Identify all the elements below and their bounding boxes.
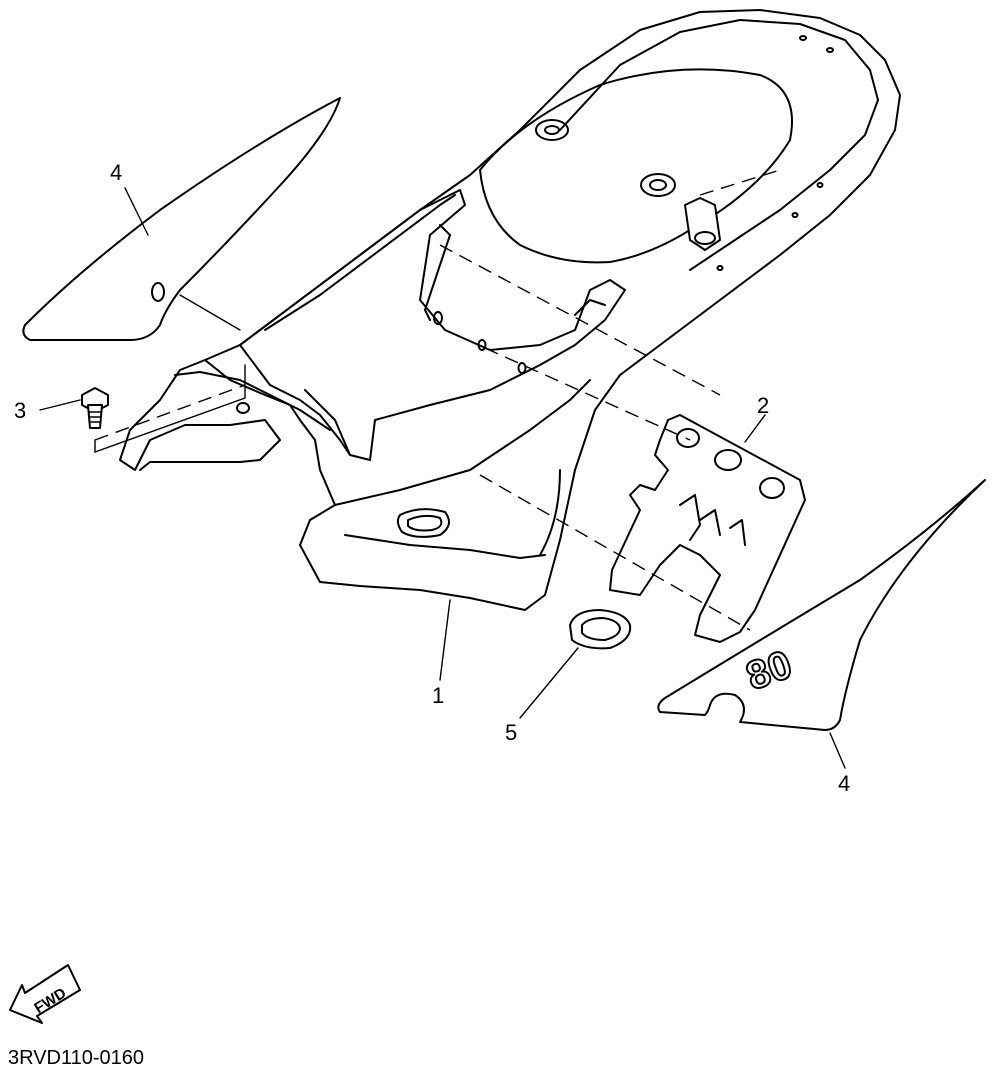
callout-labels: 1 2 3 4 4 5	[14, 160, 850, 796]
callout-label-4-upper: 4	[110, 160, 122, 185]
forward-direction-arrow: FWD	[9, 964, 81, 1024]
callout-label-2: 2	[757, 393, 769, 418]
grommet-part	[569, 609, 632, 650]
callout-label-3: 3	[14, 398, 26, 423]
decal-lower-part: 80	[657, 479, 986, 731]
rear-fender-part	[119, 9, 901, 611]
decal-upper-part	[22, 97, 341, 341]
callout-label-1: 1	[432, 683, 444, 708]
diagram-code: 3RVD110-0160	[8, 1047, 144, 1069]
callout-label-5: 5	[505, 720, 517, 745]
side-plate-part	[609, 414, 806, 643]
bolt-part	[81, 387, 109, 429]
alignment-lines	[94, 169, 781, 631]
callout-label-4-lower: 4	[838, 771, 850, 796]
leader-lines	[39, 187, 846, 769]
